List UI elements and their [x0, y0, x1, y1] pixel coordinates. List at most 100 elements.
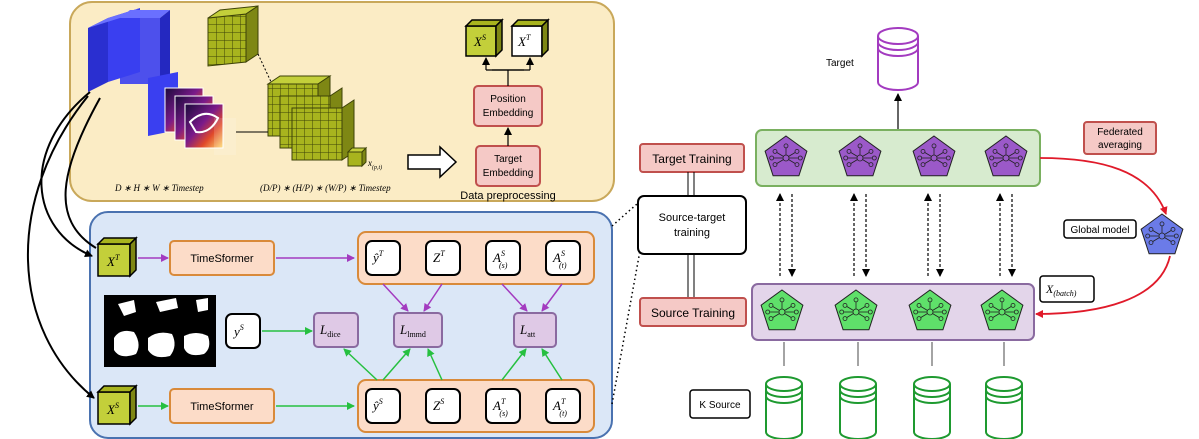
as-t-to-latt-arrow — [541, 283, 563, 312]
global-model-label: Global model — [1071, 225, 1130, 236]
target-client-model-icon-2 — [912, 135, 956, 177]
top-output-box-3 — [545, 240, 581, 276]
aggregate-arrow — [1039, 157, 1168, 215]
target-client-model-icon-3 — [984, 135, 1028, 177]
cube-to-xt-arrow-2 — [64, 97, 101, 249]
global-model-icon — [1140, 213, 1184, 255]
xs-top-label: XS — [473, 33, 486, 49]
target-client-model-icon-0 — [764, 135, 808, 177]
dotted-link-top — [611, 195, 647, 227]
source-client-model-icon-1 — [834, 289, 878, 331]
x-batch-label: X(batch) — [1045, 282, 1077, 298]
dims-right-label: (D/P) ∗ (H/P) ∗ (W/P) ∗ Timestep — [260, 183, 391, 193]
loss-label-dice: Ldice — [319, 322, 341, 339]
bottom-outputs-bar — [357, 379, 595, 433]
patch-grid-top-icon — [207, 5, 273, 85]
timesformer-bottom-label: TimeSformer — [190, 401, 253, 413]
top-output-label-2: AS(s) — [492, 249, 508, 270]
zt-to-lmmd-arrow — [423, 283, 443, 312]
target-database-icon — [877, 27, 919, 91]
bottom-output-box-3 — [545, 388, 581, 424]
target-training-label: Target Training — [652, 152, 731, 166]
top-outputs-bar — [357, 231, 595, 285]
target-label: Target — [826, 58, 854, 69]
target-embedding-line2: Embedding — [483, 168, 534, 179]
yhat-t-to-lmmd-arrow — [382, 283, 409, 312]
dims-left-label: D ∗ H ∗ W ∗ Timestep — [114, 183, 204, 193]
timesformer-bottom-box — [169, 388, 275, 424]
top-output-box-0 — [365, 240, 401, 276]
timesformer-top-label: TimeSformer — [190, 253, 253, 265]
xt-top-cube-icon — [510, 18, 550, 58]
segmentation-mask-image — [104, 295, 216, 367]
top-output-label-3: AS(t) — [552, 249, 567, 270]
top-output-box-1 — [425, 240, 461, 276]
source-target-line2: training — [674, 227, 710, 239]
k-source-box — [689, 389, 751, 419]
federated-averaging-line1: Federated — [1097, 127, 1143, 138]
federated-averaging-line2: averaging — [1098, 140, 1142, 151]
source-database-icon-0 — [765, 376, 803, 439]
bottom-output-label-0: ŷS — [371, 397, 383, 413]
position-embedding-line2: Embedding — [483, 108, 534, 119]
source-database-icon-1 — [839, 376, 877, 439]
preprocessing-caption: Data preprocessing — [460, 190, 555, 202]
target-embedding-line1: Target — [494, 154, 522, 165]
yhat-s-to-dice-arrow — [343, 348, 378, 381]
patch-symbol: x(p,t) — [367, 158, 382, 171]
source-database-icon-3 — [985, 376, 1023, 439]
loss-label-att: Latt — [519, 322, 536, 339]
patch-cube-icon — [346, 146, 368, 168]
global-model-box — [1063, 219, 1137, 239]
loss-box-lmmd — [393, 312, 443, 348]
source-training-box — [639, 297, 747, 327]
loss-label-lmmd: Llmmd — [399, 322, 426, 339]
hollow-arrow-icon — [407, 145, 458, 179]
xs-input-cube-icon — [96, 384, 138, 426]
top-output-label-0: ŷT — [371, 249, 384, 265]
label-ys: yS — [232, 323, 244, 339]
top-output-box-2 — [485, 240, 521, 276]
bottom-output-box-1 — [425, 388, 461, 424]
target-embedding-box — [475, 145, 541, 187]
cube-to-xt-arrow — [40, 91, 93, 257]
source-client-model-icon-0 — [760, 289, 804, 331]
source-clients-bar — [751, 283, 1035, 341]
bottom-output-label-3: AT(t) — [552, 397, 567, 418]
top-output-label-1: ZT — [433, 249, 445, 265]
position-embedding-box — [473, 85, 543, 127]
x-batch-box — [1039, 275, 1095, 303]
broadcast-arrow — [1035, 255, 1171, 318]
xs-input-label: XS — [106, 401, 119, 417]
source-client-model-icon-3 — [980, 289, 1024, 331]
bottom-output-box-0 — [365, 388, 401, 424]
loss-box-dice — [313, 312, 359, 348]
bottom-output-box-2 — [485, 388, 521, 424]
position-embedding-line1: Position — [490, 94, 526, 105]
cube-to-xs-arrow — [27, 95, 95, 399]
bottom-output-label-2: AT(s) — [492, 397, 508, 418]
source-target-line1: Source-target — [659, 212, 726, 224]
as-s-to-latt-arrow — [501, 283, 528, 312]
yhat-s-to-lmmd-arrow — [382, 348, 411, 381]
xt-input-cube-icon — [96, 236, 138, 278]
source-target-training-box — [637, 195, 747, 255]
zs-to-lmmd-arrow — [427, 348, 443, 381]
federated-averaging-box — [1083, 121, 1157, 155]
source-training-label: Source Training — [651, 306, 735, 320]
source-database-icon-2 — [913, 376, 951, 439]
source-client-model-icon-2 — [908, 289, 952, 331]
at-s-to-latt-arrow — [501, 348, 527, 381]
xs-top-cube-icon — [464, 18, 504, 58]
patch-grid-stack-icon — [266, 75, 355, 161]
bottom-output-label-1: ZS — [433, 397, 444, 413]
timesformer-top-box — [169, 240, 275, 276]
xt-input-label: XT — [106, 253, 120, 269]
xt-top-label: XT — [517, 33, 531, 49]
label-ys-box — [225, 313, 261, 349]
k-source-label: K Source — [699, 400, 741, 411]
at-t-to-latt-arrow — [541, 348, 563, 381]
loss-box-att — [513, 312, 557, 348]
timestep-stack-icon — [148, 72, 236, 155]
